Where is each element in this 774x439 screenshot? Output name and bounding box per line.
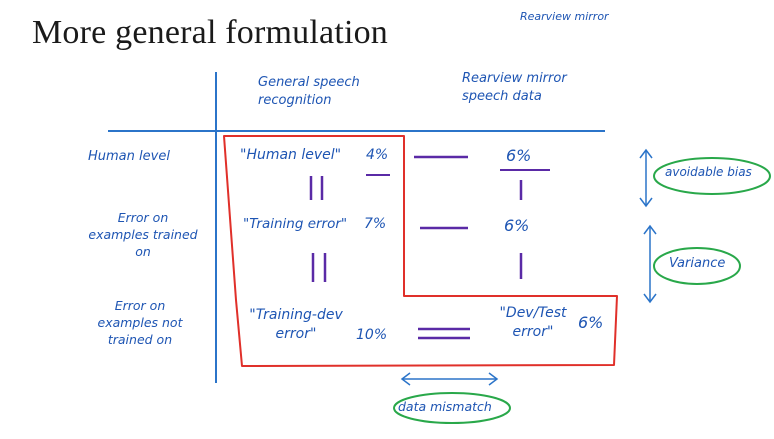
cell-human-level-value: 4% — [366, 147, 389, 163]
data-mismatch-arrow — [400, 372, 499, 386]
row-header-trained-on-line-2: examples trained — [88, 226, 198, 242]
row-header-human-level: Human level — [88, 149, 170, 164]
cell-rearview-training-value: 6% — [504, 216, 530, 235]
slide-title: More general formulation — [32, 14, 389, 51]
cell-dev-test-line-1: "Dev/Test — [499, 305, 567, 321]
col-header-rearview-line-1: Rearview mirror — [462, 71, 567, 86]
red-outline — [223, 135, 618, 367]
cell-dev-test-line-2: error" — [512, 323, 554, 340]
col-header-rearview-line-2: speech data — [462, 88, 542, 104]
row-header-trained-on: Error on examples trained on — [78, 210, 208, 261]
row-header-not-trained-on: Error on examples not trained on — [80, 298, 200, 349]
cell-training-dev-value: 10% — [356, 327, 388, 343]
annotation-variance: Variance — [669, 256, 726, 271]
variance-arrow — [643, 224, 657, 304]
row-header-not-trained-on-line-2: examples not — [97, 314, 183, 330]
cell-dev-test-value: 6% — [578, 313, 604, 332]
cell-training-dev-line-1: "Training-dev — [249, 307, 343, 323]
variance-ellipse — [653, 247, 741, 285]
avoidable-bias-ellipse — [653, 157, 771, 195]
annotation-avoidable-bias: avoidable bias — [665, 165, 752, 179]
cell-training-error-value: 7% — [364, 216, 387, 232]
cell-human-level-label: "Human level" — [240, 147, 342, 163]
annotation-data-mismatch: data mismatch — [398, 399, 492, 414]
cell-training-dev-line-2: error" — [275, 325, 317, 342]
row-header-trained-on-line-3: on — [135, 243, 151, 259]
col-header-rearview: Rearview mirror speech data — [462, 70, 567, 105]
row-header-trained-on-line-1: Error on — [117, 210, 169, 225]
cell-rearview-human-value: 6% — [506, 146, 532, 165]
cell-training-dev-label: "Training-dev error" — [240, 306, 352, 344]
col-header-general: General speech recognition — [258, 74, 360, 109]
row-header-not-trained-on-line-3: trained on — [107, 331, 173, 347]
cell-dev-test-label: "Dev/Test error" — [485, 304, 581, 342]
top-note: Rearview mirror — [520, 10, 609, 23]
col-header-general-line-1: General speech — [258, 75, 360, 90]
col-header-general-line-2: recognition — [258, 92, 332, 108]
avoidable-bias-arrow — [639, 148, 653, 208]
cell-training-error-label: "Training error" — [243, 216, 348, 232]
data-mismatch-ellipse — [393, 392, 511, 424]
row-header-not-trained-on-line-1: Error on — [114, 298, 166, 313]
